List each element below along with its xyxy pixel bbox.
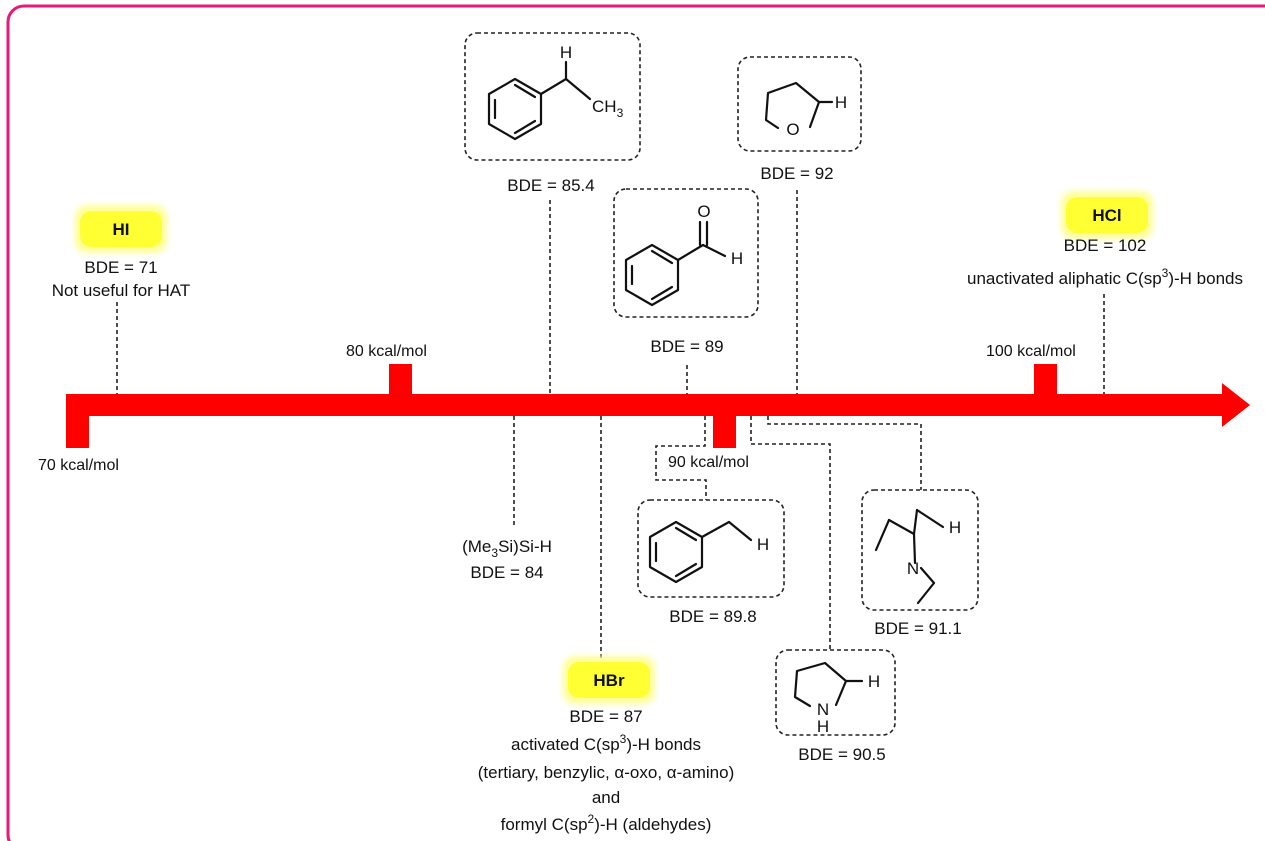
benzaldehyde-bde: BDE = 89 — [650, 337, 723, 356]
substrate-benzaldehyde: O H BDE = 89 — [613, 188, 759, 356]
triethylamine-box — [861, 489, 979, 611]
toluene-structure — [648, 520, 753, 584]
hbr-bde: BDE = 87 — [569, 707, 642, 726]
thf-box — [737, 56, 862, 152]
benzaldehyde-atom-o: O — [697, 202, 710, 221]
acid-hi: HI BDE = 71 Not useful for HAT — [52, 205, 191, 300]
triethylamine-atom-h: H — [949, 518, 961, 537]
tick-label-80: 80 kcal/mol — [346, 343, 427, 360]
badge-hbr — [568, 662, 650, 698]
badge-hcl — [1066, 197, 1148, 233]
triethylamine-structure — [874, 508, 945, 605]
benzaldehyde-atom-h: H — [731, 249, 743, 268]
tick-label-90: 90 kcal/mol — [668, 454, 749, 471]
substrate-triethylamine: N H BDE = 91.1 — [861, 489, 979, 638]
benzaldehyde-box — [613, 188, 759, 318]
substrate-toluene: H BDE = 89.8 — [637, 499, 785, 626]
ethylbenzene-atom-ch3: CH3 — [592, 97, 624, 120]
tick-label-70: 70 kcal/mol — [38, 457, 119, 474]
triethylamine-atom-n: N — [907, 559, 919, 578]
hbr-note-2: (tertiary, benzylic, α-oxo, α-amino) — [478, 763, 734, 782]
hbr-note-1: activated C(sp3)-H bonds — [511, 732, 701, 754]
axis-bar — [66, 394, 1224, 416]
pyrrolidine-bde: BDE = 90.5 — [798, 745, 885, 764]
ethylbenzene-structure — [487, 60, 592, 141]
toluene-box — [637, 499, 785, 598]
pyrrolidine-atom-nh: H — [817, 717, 829, 736]
substrate-pyrrolidine: N H H BDE = 90.5 — [775, 649, 896, 764]
silane-formula: (Me3Si)Si-H — [462, 537, 552, 560]
tick-80 — [389, 364, 412, 396]
thf-structure — [764, 81, 834, 130]
connector-triethylamine — [767, 416, 922, 490]
energy-axis: 70 kcal/mol 80 kcal/mol 90 kcal/mol 100 … — [38, 343, 1250, 474]
hbr-note-4: formyl C(sp2)-H (aldehydes) — [501, 812, 712, 834]
badge-hcl-label: HCl — [1092, 206, 1121, 225]
pyrrolidine-box — [775, 649, 896, 736]
badge-hbr-label: HBr — [593, 671, 625, 690]
outer-frame — [6, 4, 1265, 841]
tick-100 — [1034, 364, 1057, 396]
hbr-note-3: and — [592, 788, 620, 807]
thf-bde: BDE = 92 — [760, 164, 833, 183]
acid-hbr: HBr BDE = 87 activated C(sp3)-H bonds (t… — [478, 656, 734, 834]
badge-hi — [80, 211, 162, 247]
toluene-atom-h: H — [757, 535, 769, 554]
ethylbenzene-bde: BDE = 85.4 — [507, 176, 594, 195]
hcl-note: unactivated aliphatic C(sp3)-H bonds — [967, 266, 1243, 288]
badge-hi-label: HI — [113, 220, 130, 239]
connector-lines — [116, 190, 1105, 660]
hi-note: Not useful for HAT — [52, 281, 191, 300]
benzaldehyde-structure — [624, 220, 727, 307]
pyrrolidine-structure — [793, 661, 864, 708]
ethylbenzene-box — [464, 32, 641, 161]
connector-pyrrolidine — [750, 416, 831, 650]
pyrrolidine-atom-n: N — [817, 700, 829, 719]
tick-label-100: 100 kcal/mol — [986, 343, 1076, 360]
thf-atom-o: O — [786, 120, 799, 139]
connector-toluene — [655, 416, 707, 500]
hcl-bde: BDE = 102 — [1064, 236, 1147, 255]
tick-90 — [713, 414, 736, 448]
axis-arrowhead — [1222, 383, 1250, 427]
hi-bde: BDE = 71 — [84, 258, 157, 277]
triethylamine-bde: BDE = 91.1 — [874, 619, 961, 638]
pyrrolidine-atom-h: H — [868, 672, 880, 691]
acid-hcl: HCl BDE = 102 unactivated aliphatic C(sp… — [967, 191, 1243, 288]
toluene-bde: BDE = 89.8 — [669, 607, 756, 626]
substrate-silane: (Me3Si)Si-H BDE = 84 — [462, 537, 552, 582]
tick-70 — [66, 414, 89, 448]
substrate-ethylbenzene: H CH3 BDE = 85.4 — [464, 32, 641, 195]
silane-bde: BDE = 84 — [470, 563, 543, 582]
substrate-thf: O H BDE = 92 — [737, 56, 862, 183]
thf-atom-h: H — [835, 93, 847, 112]
ethylbenzene-atom-h: H — [560, 43, 572, 62]
